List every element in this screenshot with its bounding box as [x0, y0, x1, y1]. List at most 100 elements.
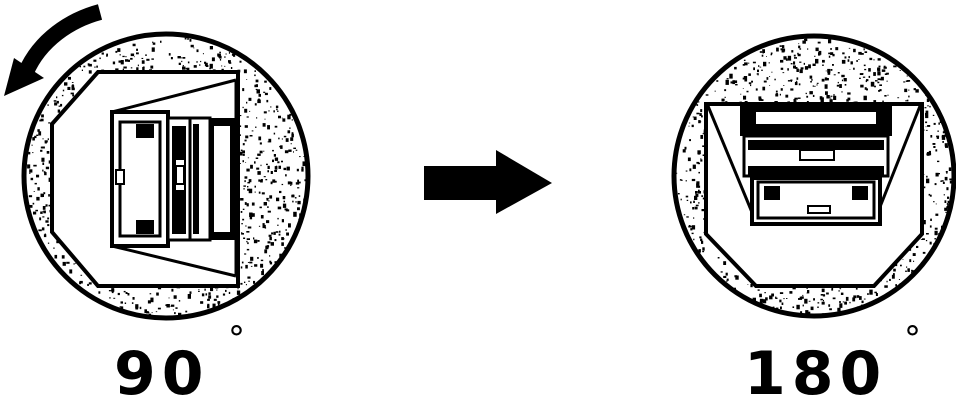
- speckle-dot: [694, 117, 697, 120]
- speckle-dot: [949, 167, 952, 171]
- speckle-dot: [698, 101, 699, 102]
- speckle-dot: [696, 181, 699, 184]
- speckle-dot: [776, 93, 778, 94]
- speckle-dot: [246, 102, 247, 104]
- speckle-dot: [288, 223, 291, 227]
- speckle-dot: [821, 97, 824, 102]
- speckle-dot: [244, 282, 245, 283]
- speckle-dot: [168, 298, 169, 299]
- speckle-dot: [727, 279, 729, 281]
- speckle-dot: [930, 195, 932, 197]
- speckle-dot: [247, 186, 248, 187]
- speckle-dot: [782, 303, 784, 306]
- speckle-dot: [174, 295, 177, 299]
- speckle-dot: [702, 247, 704, 250]
- speckle-dot: [112, 291, 114, 293]
- speckle-dot: [223, 294, 225, 296]
- speckle-dot: [267, 206, 269, 207]
- speckle-dot: [775, 298, 777, 299]
- speckle-dot: [171, 289, 173, 292]
- speckle-dot: [276, 106, 278, 108]
- speckle-dot: [194, 65, 197, 68]
- speckle-dot: [278, 116, 281, 119]
- speckle-dot: [781, 68, 784, 70]
- speckle-dot: [818, 52, 820, 55]
- speckle-dot: [870, 302, 872, 304]
- speckle-dot: [929, 153, 931, 155]
- speckle-dot: [285, 229, 287, 230]
- speckle-dot: [725, 97, 726, 98]
- speckle-dot: [698, 152, 700, 154]
- speckle-dot: [241, 211, 243, 213]
- speckle-dot: [933, 115, 935, 116]
- speckle-dot: [33, 203, 35, 205]
- speckle-dot: [29, 169, 32, 172]
- speckle-dot: [759, 98, 762, 101]
- speckle-dot: [269, 237, 272, 240]
- speckle-dot: [54, 100, 57, 102]
- speckle-dot: [887, 281, 888, 283]
- speckle-dot: [40, 150, 42, 152]
- speckle-dot: [837, 308, 840, 312]
- speckle-dot: [80, 66, 81, 67]
- speckle-dot: [35, 183, 37, 185]
- speckle-dot: [804, 63, 805, 65]
- speckle-dot: [243, 238, 245, 240]
- speckle-dot: [809, 301, 811, 302]
- speckle-dot: [62, 255, 65, 258]
- speckle-dot: [216, 290, 217, 291]
- speckle-dot: [41, 147, 43, 149]
- speckle-dot: [294, 231, 297, 232]
- speckle-dot: [882, 69, 886, 72]
- speckle-dot: [744, 60, 746, 61]
- speckle-dot: [296, 150, 298, 151]
- speckle-dot: [160, 41, 162, 43]
- speckle-dot: [839, 303, 842, 308]
- speckle-dot: [39, 120, 41, 122]
- speckle-dot: [762, 55, 764, 57]
- speckle-dot: [256, 117, 257, 118]
- speckle-dot: [859, 78, 861, 79]
- speckle-dot: [276, 198, 279, 202]
- speckle-dot: [926, 240, 927, 241]
- speckle-dot: [776, 91, 778, 93]
- speckle-dot: [844, 302, 847, 305]
- speckle-dot: [706, 94, 709, 95]
- speckle-dot: [292, 201, 293, 203]
- speckle-dot: [934, 123, 936, 125]
- speckle-dot: [293, 148, 296, 149]
- speckle-dot: [136, 67, 138, 70]
- speckle-dot: [921, 239, 922, 240]
- speckle-dot: [796, 305, 799, 310]
- speckle-dot: [276, 109, 277, 111]
- speckle-dot: [29, 205, 32, 208]
- speckle-dot: [773, 307, 775, 309]
- speckle-dot: [94, 67, 96, 68]
- speckle-dot: [106, 54, 108, 56]
- speckle-dot: [72, 82, 74, 83]
- speckle-dot: [272, 160, 274, 163]
- speckle-dot: [36, 175, 39, 178]
- speckle-dot: [243, 107, 244, 108]
- speckle-dot: [133, 297, 135, 300]
- speckle-dot: [246, 79, 247, 80]
- speckle-dot: [87, 284, 89, 286]
- speckle-dot: [925, 122, 927, 124]
- speckle-dot: [245, 125, 248, 128]
- speckle-dot: [248, 281, 250, 282]
- speckle-dot: [297, 207, 300, 210]
- speckle-dot: [841, 75, 844, 77]
- speckle-dot: [264, 202, 267, 206]
- speckle-dot: [678, 193, 680, 194]
- speckle-dot: [793, 306, 795, 308]
- speckle-dot: [780, 292, 783, 294]
- speckle-dot: [249, 189, 253, 194]
- speckle-dot: [882, 101, 884, 103]
- speckle-dot: [278, 207, 282, 210]
- speckle-dot: [806, 96, 808, 98]
- speckle-dot: [830, 98, 832, 99]
- speckle-dot: [63, 90, 64, 92]
- speckle-dot: [298, 219, 299, 220]
- speckle-dot: [267, 220, 269, 222]
- speckle-dot: [735, 84, 738, 85]
